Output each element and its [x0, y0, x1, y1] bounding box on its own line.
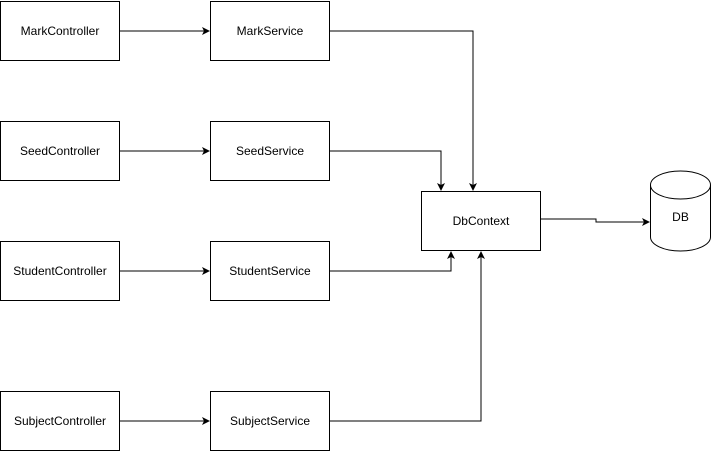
student-controller-node: StudentController: [0, 241, 120, 301]
mark-service-node: MarkService: [210, 1, 330, 61]
edge-dbcontext-to-db: [541, 218, 650, 226]
edge-seed-service-to-dbcontext: [330, 150, 445, 191]
node-label: DbContext: [452, 214, 510, 228]
dbcontext-node: DbContext: [421, 191, 541, 251]
seed-controller-node: SeedController: [0, 121, 120, 181]
node-label: SubjectController: [13, 414, 107, 428]
node-label: StudentService: [229, 264, 311, 278]
seed-service-node: SeedService: [210, 121, 330, 181]
node-label: SeedService: [235, 144, 305, 158]
edge-student-service-to-dbcontext: [330, 251, 455, 272]
node-label: DB: [672, 210, 689, 224]
edge-subject-service-to-dbcontext: [330, 251, 485, 422]
student-service-node: StudentService: [210, 241, 330, 301]
node-label: StudentController: [13, 264, 107, 278]
database-node: DB: [650, 170, 711, 252]
edge-mark-service-to-dbcontext: [330, 30, 477, 191]
mark-controller-node: MarkController: [0, 1, 120, 61]
subject-service-node: SubjectService: [210, 391, 330, 451]
node-label: SubjectService: [229, 414, 311, 428]
node-label: MarkController: [20, 24, 100, 38]
subject-controller-node: SubjectController: [0, 391, 120, 451]
database-cylinder-icon: [650, 170, 711, 252]
node-label: SeedController: [19, 144, 101, 158]
node-label: MarkService: [236, 24, 304, 38]
